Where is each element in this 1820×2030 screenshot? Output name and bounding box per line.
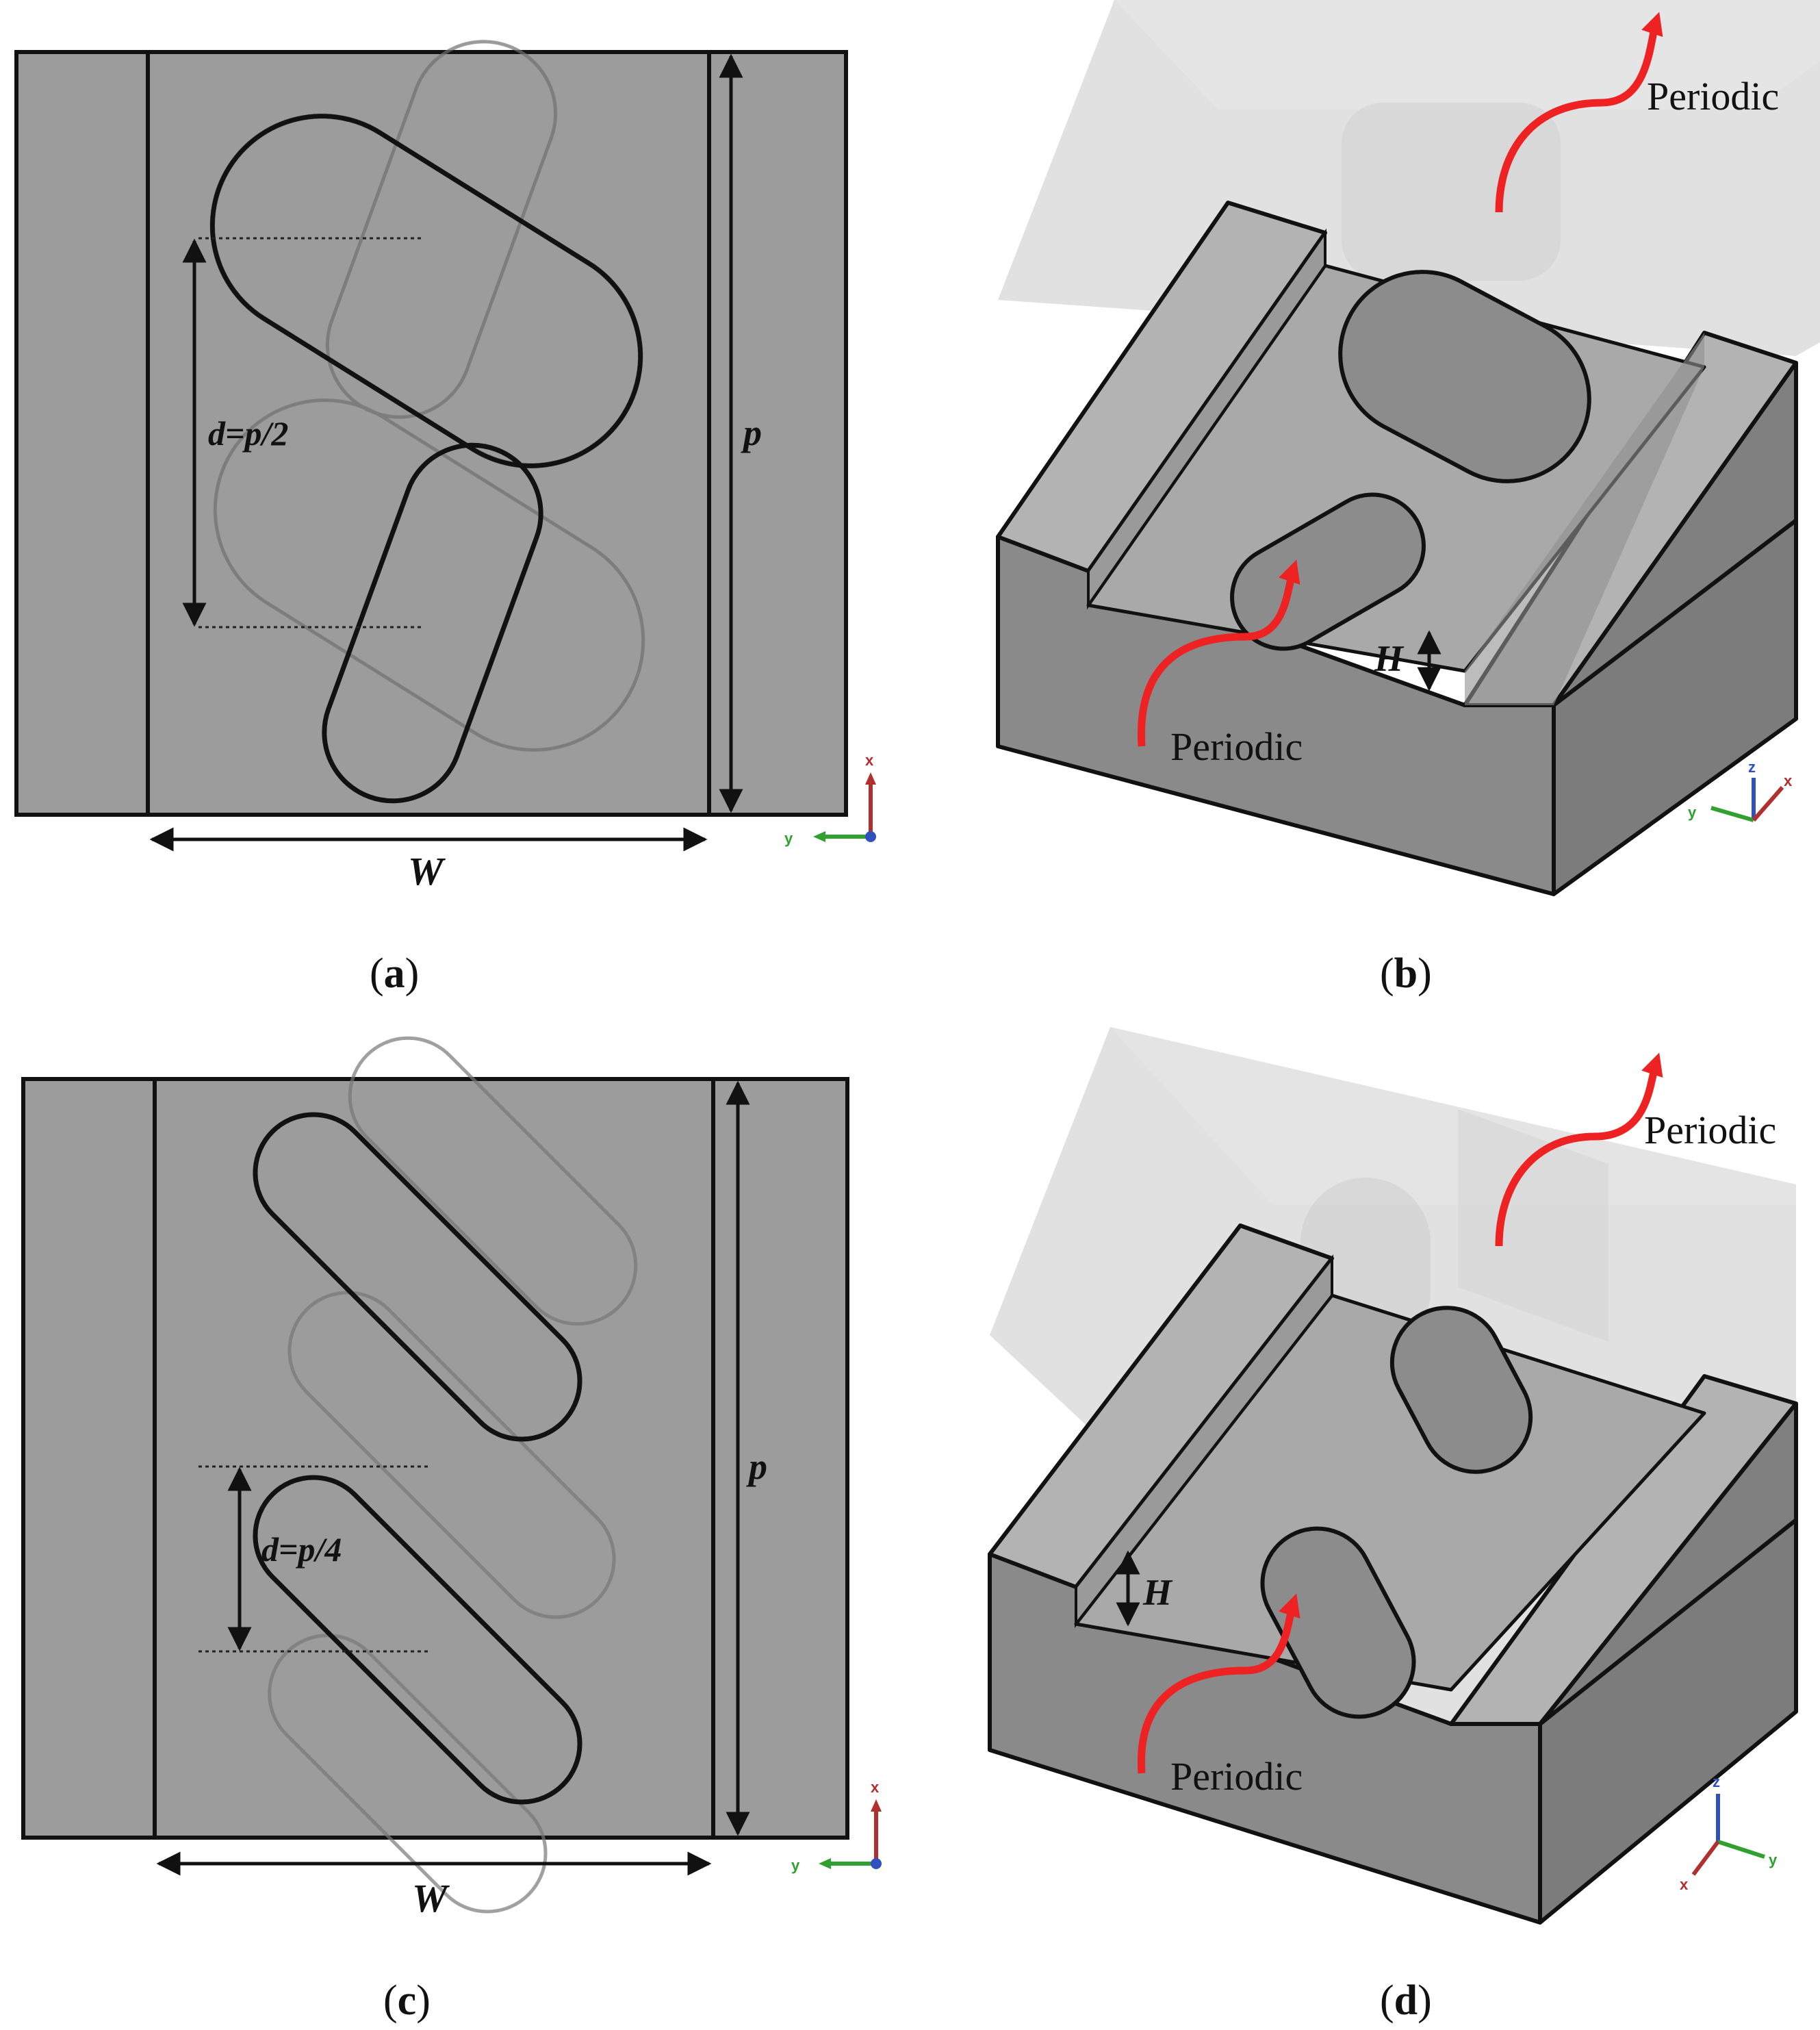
axis-x-label: x <box>865 752 874 769</box>
panel-b: H Periodic Periodic z y x (b) <box>996 0 1820 997</box>
back-slots <box>268 1036 638 1914</box>
p-label: p <box>741 412 762 453</box>
d-label: d=p/2 <box>208 414 288 453</box>
periodic-inlet-arrow <box>1137 559 1300 747</box>
w-label: W <box>412 1876 450 1920</box>
panel-a: d=p/2 p W x y (a) <box>14 40 876 997</box>
h-label: H <box>1142 1572 1173 1613</box>
periodic-in-label: Periodic <box>1170 1754 1303 1799</box>
periodic-outlet-arrow <box>1495 1052 1663 1247</box>
axis-z-label: z <box>1713 1773 1720 1790</box>
axis-triad: x y <box>791 1779 882 1874</box>
axis-y-label: y <box>791 1857 800 1874</box>
axis-y-label: y <box>1688 804 1697 821</box>
caption-c: (c) <box>383 1977 431 2024</box>
axis-x-label: x <box>1784 772 1793 789</box>
front-slots <box>253 1112 582 1805</box>
caption-a: (a) <box>370 950 419 997</box>
axis-x-label: x <box>1680 1876 1689 1893</box>
periodic-in-label: Periodic <box>1170 724 1303 769</box>
axis-triad: x y <box>784 752 876 847</box>
p-label: p <box>746 1446 767 1487</box>
w-label: W <box>408 849 446 893</box>
back-slots <box>213 40 645 752</box>
slots-3d <box>1260 1306 1533 1719</box>
axis-triad-3d: z y x <box>1680 1773 1778 1893</box>
periodic-inlet-arrow <box>1137 1593 1300 1774</box>
front-slots <box>209 114 643 804</box>
caption-b: (b) <box>1380 950 1432 997</box>
axis-z-label: z <box>1748 759 1756 776</box>
h-label: H <box>1374 638 1405 679</box>
axis-x-label: x <box>871 1779 880 1796</box>
d-label: d=p/4 <box>261 1530 342 1569</box>
panel-c: d=p/4 p W x y (c) <box>21 1036 882 2024</box>
caption-d: (d) <box>1380 1977 1432 2024</box>
periodic-out-label: Periodic <box>1647 74 1779 118</box>
periodic-outlet-arrow <box>1495 12 1663 213</box>
axis-y-label: y <box>1769 1851 1778 1868</box>
axis-y-label: y <box>784 830 793 847</box>
panel-d: H Periodic Periodic z y x (d) <box>988 1027 1798 2024</box>
periodic-out-label: Periodic <box>1644 1108 1776 1152</box>
axis-triad-3d: z y x <box>1688 759 1793 822</box>
